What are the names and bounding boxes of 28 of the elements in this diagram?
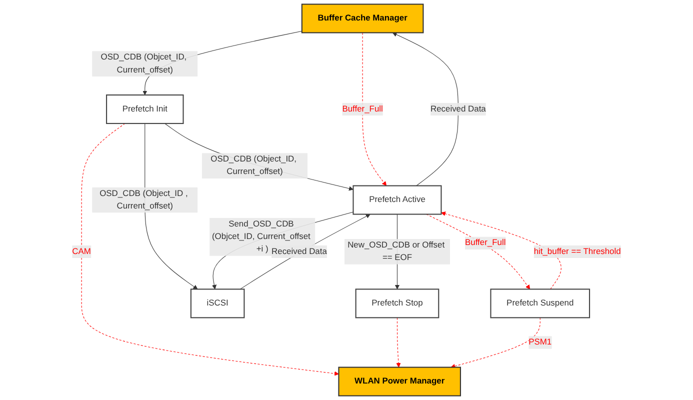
node-box: Prefetch Init	[106, 94, 184, 124]
arrow	[240, 214, 370, 290]
node-box: Prefetch Suspend	[490, 288, 590, 318]
node-box: Prefetch Active	[352, 185, 442, 215]
node-box: iSCSI	[190, 288, 245, 318]
arrow	[396, 317, 401, 368]
node-box: Prefetch Stop	[355, 288, 440, 318]
edge-label: Send_OSD_CDB	[228, 219, 294, 228]
arrow	[441, 212, 562, 290]
edge-label: OSD_CDB (Object_ID, Current_offset)	[210, 154, 297, 176]
edge-label: CAM	[72, 246, 91, 256]
edge-label: Buffer_Full	[342, 104, 383, 114]
arrow	[362, 32, 387, 186]
arrow	[450, 317, 540, 368]
arrow	[392, 32, 458, 186]
edge-label: Received Data	[272, 246, 327, 256]
node-box: Buffer Cache Manager	[301, 4, 424, 34]
edge-label: Received Data	[430, 104, 486, 114]
edge-label: Buffer_Full	[465, 238, 506, 248]
edge-label: (Objcet_ID, Current_offset	[212, 232, 310, 242]
edge-label: OSD_CDB (Object_ID , Current_offset)	[100, 188, 188, 211]
edge-label: hit_buffer == Threshold	[534, 246, 621, 256]
edge-label: +i )	[256, 244, 268, 254]
edge-label: OSD_CDB (Objcet_ID, Current_offset)	[100, 52, 187, 74]
edge-label: PSM1	[528, 338, 552, 347]
arrow	[164, 123, 354, 191]
node-box: WLAN Power Manager	[338, 366, 461, 396]
edge-label: New_OSD_CDB or Offset == EOF	[348, 240, 445, 262]
